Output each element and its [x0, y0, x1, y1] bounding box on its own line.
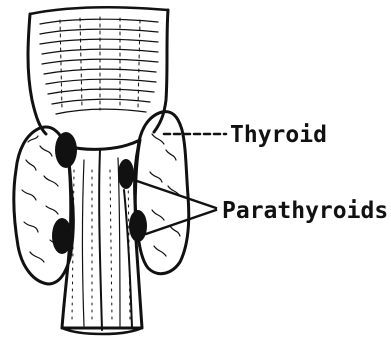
parathyroid-lower-right [129, 210, 147, 242]
parathyroid-upper-left [55, 132, 77, 168]
larynx [28, 7, 168, 134]
thyroid-right-lobe [135, 112, 189, 274]
parathyroids-label: Parathyroids [222, 198, 388, 224]
thyroid-label: Thyroid [230, 122, 327, 148]
parathyroid-upper-leader [134, 180, 216, 208]
leader-lines [134, 134, 226, 234]
parathyroid-upper-right [118, 159, 134, 189]
parathyroid-lower-left [52, 218, 72, 254]
